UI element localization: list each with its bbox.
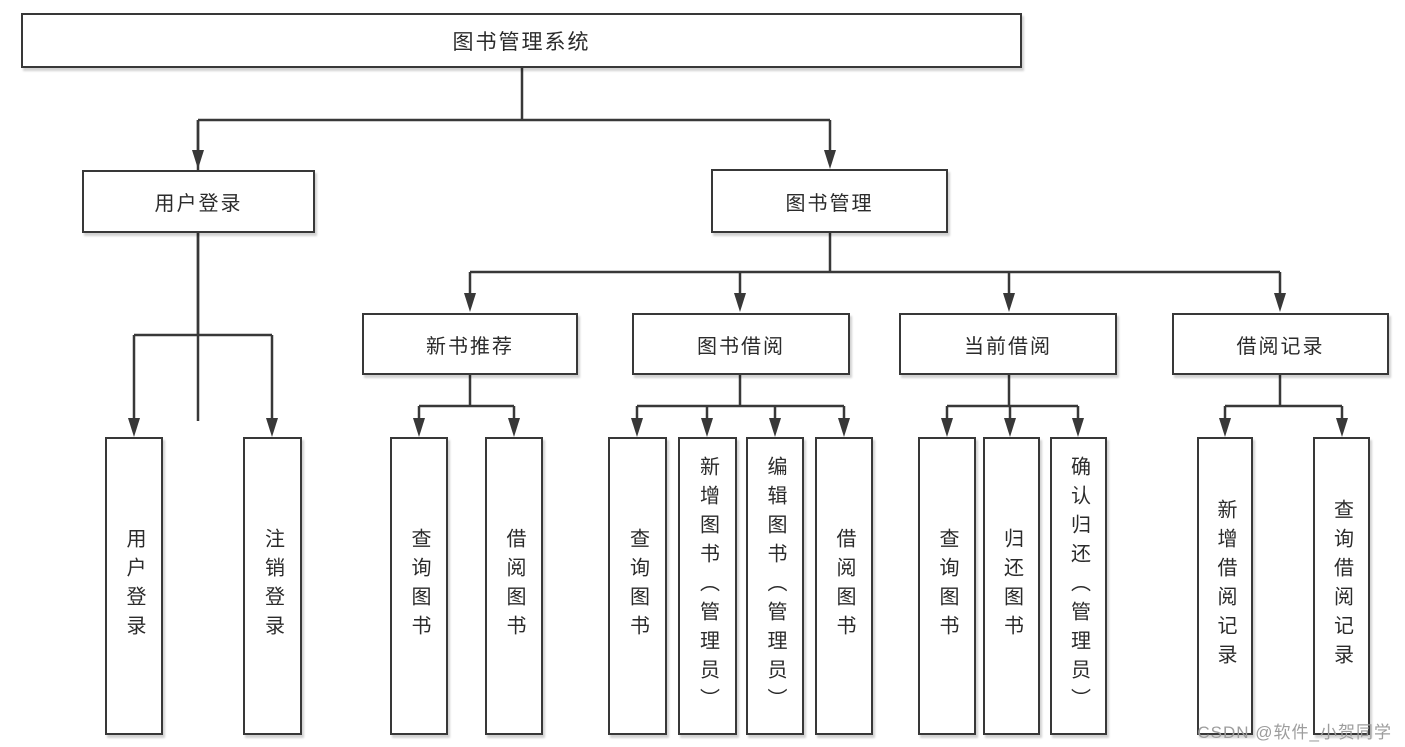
- leaf-borrow-book-2-label: 借阅图书: [833, 528, 855, 644]
- node-current-borrow-label: 当前借阅: [964, 335, 1052, 358]
- leaf-borrow-book-1-label: 借阅图书: [503, 528, 525, 644]
- arrowhead: [838, 418, 850, 437]
- edge-borrow-children: [635, 375, 846, 420]
- leaf-logout: 注销登录: [243, 437, 302, 735]
- arrowhead: [464, 293, 476, 312]
- node-book-borrow: 图书借阅: [632, 313, 850, 375]
- leaf-edit-book-admin-label: 编辑图书（管理员）: [764, 455, 786, 717]
- leaf-logout-label: 注销登录: [261, 528, 284, 644]
- node-user-login: 用户登录: [82, 170, 315, 233]
- leaf-query-book-1-label: 查询图书: [408, 528, 430, 644]
- leaf-query-book-3-label: 查询图书: [936, 528, 958, 644]
- leaf-confirm-return-admin-label: 确认归还（管理员）: [1067, 455, 1090, 717]
- arrowhead: [1219, 418, 1231, 437]
- node-current-borrow: 当前借阅: [899, 313, 1117, 375]
- leaf-query-book-2: 查询图书: [608, 437, 667, 735]
- leaf-return-book-label: 归还图书: [1000, 528, 1023, 644]
- edge-userlogin-children: [132, 233, 274, 420]
- leaf-user-login: 用户登录: [105, 437, 163, 735]
- node-new-book-recommend-label: 新书推荐: [426, 335, 514, 358]
- arrowhead: [734, 293, 746, 312]
- arrowhead: [1004, 418, 1016, 437]
- node-root: 图书管理系统: [21, 13, 1022, 68]
- leaf-query-book-3: 查询图书: [918, 437, 976, 735]
- node-book-borrow-label: 图书借阅: [697, 335, 785, 358]
- leaf-query-book-2-label: 查询图书: [626, 528, 649, 644]
- arrowhead: [508, 418, 520, 437]
- arrowhead: [769, 418, 781, 437]
- node-new-book-recommend: 新书推荐: [362, 313, 578, 375]
- arrowhead: [1274, 293, 1286, 312]
- edge-bookmgmt-level3: [468, 233, 1282, 294]
- leaf-query-borrow-record-label: 查询借阅记录: [1330, 499, 1353, 673]
- arrowhead: [941, 418, 953, 437]
- edge-newbook-children: [417, 375, 516, 420]
- arrowhead: [413, 418, 425, 437]
- arrowhead: [824, 150, 836, 169]
- arrowhead: [128, 418, 140, 437]
- node-book-management-label: 图书管理: [785, 192, 874, 215]
- leaf-add-book-admin-label: 新增图书（管理员）: [696, 455, 719, 717]
- csdn-watermark: CSDN @软件_小贺同学: [1197, 723, 1392, 742]
- arrowhead: [192, 150, 204, 169]
- leaf-confirm-return-admin: 确认归还（管理员）: [1050, 437, 1107, 735]
- leaf-user-login-label: 用户登录: [123, 528, 145, 644]
- arrowhead: [701, 418, 713, 437]
- leaf-borrow-book-2: 借阅图书: [815, 437, 873, 735]
- edge-record-children: [1223, 375, 1344, 420]
- leaf-return-book: 归还图书: [983, 437, 1040, 735]
- node-borrow-record-label: 借阅记录: [1236, 335, 1325, 358]
- node-borrow-record: 借阅记录: [1172, 313, 1389, 375]
- leaf-query-book-1: 查询图书: [390, 437, 448, 735]
- arrowhead: [631, 418, 643, 437]
- arrowhead: [1003, 293, 1015, 312]
- arrowhead: [1336, 418, 1348, 437]
- arrowhead: [1072, 418, 1084, 437]
- leaf-add-borrow-record: 新增借阅记录: [1197, 437, 1253, 735]
- leaf-borrow-book-1: 借阅图书: [485, 437, 543, 735]
- arrowhead: [266, 418, 278, 437]
- leaf-edit-book-admin: 编辑图书（管理员）: [746, 437, 804, 735]
- leaf-query-borrow-record: 查询借阅记录: [1313, 437, 1370, 735]
- node-root-label: 图书管理系统: [452, 30, 591, 54]
- node-book-management: 图书管理: [711, 169, 948, 233]
- node-user-login-label: 用户登录: [154, 193, 243, 215]
- leaf-add-borrow-record-label: 新增借阅记录: [1214, 499, 1236, 673]
- leaf-add-book-admin: 新增图书（管理员）: [678, 437, 737, 735]
- edge-current-children: [945, 375, 1080, 420]
